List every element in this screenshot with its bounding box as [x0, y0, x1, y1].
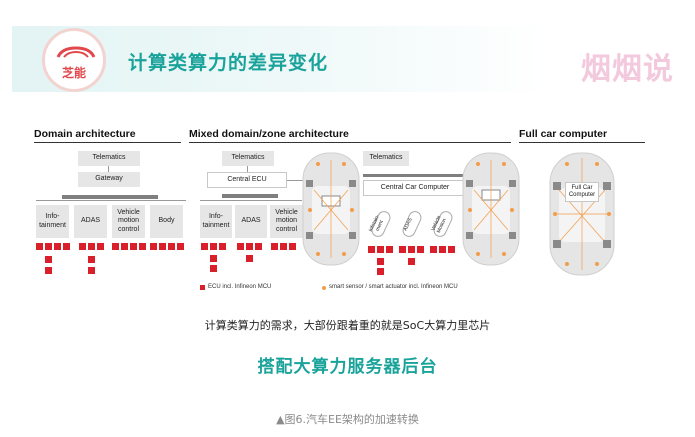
ecu-marker: [45, 243, 52, 250]
ecu-marker: [54, 243, 61, 250]
banner-title: 计算类算力的差异变化: [128, 52, 329, 74]
ecu-marker: [150, 243, 157, 250]
domain-box-infotainment: Info- tainment: [36, 205, 69, 238]
ecu-marker: [386, 246, 393, 253]
mixed-architecture-title: Mixed domain/zone architecture: [189, 128, 349, 140]
ee-architecture-figure: Domain architecture Telematics Gateway I…: [32, 124, 652, 304]
central-car-computer-box: Central Car Computer: [363, 180, 467, 196]
ecu-marker: [201, 243, 208, 250]
ecu-marker: [399, 246, 406, 253]
telematics-box: Telematics: [78, 151, 140, 166]
ecu-marker: [219, 243, 226, 250]
central-ecu-box: Central ECU: [207, 172, 287, 188]
ecu-marker: [168, 243, 175, 250]
domain-box-adas: ADAS: [74, 205, 107, 238]
ecu-marker: [246, 243, 253, 250]
connector-line: [200, 200, 302, 201]
connector-line: [36, 200, 186, 201]
mixed-domain-vehicle-motion: Vehicle motion control: [270, 205, 303, 238]
ecu-marker: [177, 243, 184, 250]
ecu-marker: [271, 243, 278, 250]
brand-mark: 烟烟说: [581, 52, 674, 87]
ecu-marker: [289, 243, 296, 250]
ecu-marker: [255, 243, 262, 250]
ecu-marker: [45, 256, 52, 263]
ecu-marker: [448, 246, 455, 253]
gateway-box: Gateway: [78, 172, 140, 187]
ecu-marker: [88, 243, 95, 250]
ecu-marker: [45, 267, 52, 274]
header-banner: 芝能 计算类算力的差异变化 烟烟说: [12, 26, 682, 92]
car-zone-diagram: [302, 152, 360, 266]
connector-line: [108, 166, 109, 172]
legend-sensor-label: smart sensor / smart actuator incl. Infi…: [329, 284, 458, 290]
ecu-marker: [210, 265, 217, 272]
legend-ecu-swatch: [200, 285, 205, 290]
section-rule: [519, 142, 645, 143]
domain-box-vehicle-motion: Vehicle motion control: [112, 205, 145, 238]
car-central-diagram: [462, 152, 520, 266]
ecu-marker: [246, 255, 253, 262]
ecu-marker: [439, 246, 446, 253]
ecu-marker: [210, 243, 217, 250]
legend-ecu-label: ECU incl. Infineon MCU: [208, 284, 272, 290]
legend-sensor-swatch: [322, 286, 326, 290]
ecu-marker: [139, 243, 146, 250]
figure-caption: ▲图6.汽车EE架构的加速转换: [276, 413, 419, 426]
ecu-marker: [280, 243, 287, 250]
ecu-marker: [97, 243, 104, 250]
connector-line: [247, 166, 248, 172]
domain-architecture-title: Domain architecture: [34, 128, 136, 140]
ecu-marker: [210, 255, 217, 262]
mixed-domain-infotainment: Info- tainment: [200, 205, 232, 238]
car-logo-icon: [56, 46, 96, 58]
ecu-marker: [112, 243, 119, 250]
caption-text: 计算类算力的需求，大部份跟着重的就是SoC大算力里芯片: [204, 319, 491, 332]
domain-pills: [371, 211, 453, 237]
ecu-marker: [130, 243, 137, 250]
mixed-bus: [222, 194, 278, 198]
ecu-marker: [430, 246, 437, 253]
ecu-marker: [408, 258, 415, 265]
mixed-telematics-box: Telematics: [222, 151, 274, 166]
ecu-marker: [88, 256, 95, 263]
central-bus: [363, 174, 473, 177]
ecu-marker: [121, 243, 128, 250]
ecu-marker: [159, 243, 166, 250]
ecu-marker: [63, 243, 70, 250]
logo-text: 芝能: [61, 66, 86, 80]
ecu-marker: [377, 246, 384, 253]
domain-bus: [62, 195, 158, 199]
ecu-marker: [88, 267, 95, 274]
mixed-telematics-box-2: Telematics: [363, 151, 409, 166]
ecu-marker: [408, 246, 415, 253]
caption-headline: 搭配大算力服务器后台: [257, 357, 438, 377]
section-rule: [34, 142, 181, 143]
ecu-marker: [377, 268, 384, 275]
full-car-computer-box: Full Car Computer: [565, 182, 599, 202]
ecu-marker: [79, 243, 86, 250]
ecu-marker: [377, 258, 384, 265]
ecu-marker: [368, 246, 375, 253]
ecu-marker: [237, 243, 244, 250]
mixed-domain-adas: ADAS: [235, 205, 267, 238]
ecu-marker: [36, 243, 43, 250]
logo: 芝能: [42, 28, 106, 92]
ecu-marker: [417, 246, 424, 253]
full-car-computer-title: Full car computer: [519, 128, 608, 140]
car-full-computer-diagram: [549, 152, 615, 276]
domain-box-body: Body: [150, 205, 183, 238]
section-rule: [189, 142, 511, 143]
